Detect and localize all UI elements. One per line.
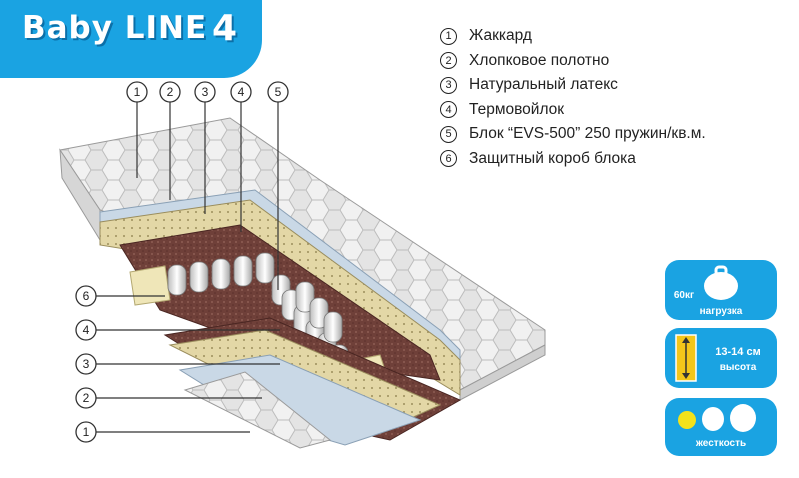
legend-label: Натуральный латекс xyxy=(469,76,618,94)
load-badge: 60кг нагрузка xyxy=(665,260,777,320)
model-number: 4 xyxy=(212,8,238,49)
legend-item: 5 Блок “EVS-500” 250 пружин/кв.м. xyxy=(440,122,706,147)
title-banner: Baby LINE 4 xyxy=(0,0,262,78)
load-label: нагрузка xyxy=(699,306,743,317)
legend-number: 2 xyxy=(440,52,457,70)
left-callouts xyxy=(96,295,280,433)
layer-legend: 1 Жаккард 2 Хлопковое полотно 3 Натуральный… xyxy=(440,24,706,171)
bottom-jacquard xyxy=(183,371,332,449)
callout-left-3: 3 xyxy=(83,357,90,371)
protective-box-left xyxy=(129,265,171,306)
legend-number: 3 xyxy=(440,76,457,94)
weight-icon xyxy=(704,265,738,300)
top-callouts xyxy=(136,100,279,290)
firmness-label: жесткость xyxy=(695,438,747,449)
height-badge: 13-14 см высота xyxy=(665,328,777,388)
firmness-dot xyxy=(730,404,756,432)
callout-top-4: 4 xyxy=(238,85,245,99)
callout-top-1: 1 xyxy=(134,85,141,99)
legend-item: 4 Термовойлок xyxy=(440,98,706,123)
callout-left-6: 6 xyxy=(83,289,90,303)
callout-left-4: 4 xyxy=(83,323,90,337)
legend-number: 6 xyxy=(440,150,457,168)
height-label: высота xyxy=(719,362,757,373)
legend-number: 5 xyxy=(440,125,457,143)
left-callout-circles xyxy=(75,285,97,443)
legend-number: 1 xyxy=(440,27,457,45)
callout-left-1: 1 xyxy=(83,425,90,439)
firmness-dot xyxy=(702,407,724,431)
legend-label: Блок “EVS-500” 250 пружин/кв.м. xyxy=(469,125,706,143)
firmness-badge: жесткость xyxy=(665,398,777,456)
mattress-side-right xyxy=(459,344,546,401)
legend-label: Термовойлок xyxy=(469,100,565,118)
callout-top-3: 3 xyxy=(202,85,209,99)
legend-item: 6 Защитный короб блока xyxy=(440,147,706,172)
top-callout-circles xyxy=(126,81,289,103)
callout-top-2: 2 xyxy=(167,85,174,99)
height-value: 13-14 см xyxy=(715,346,761,358)
brand-title: Baby LINE xyxy=(22,10,208,46)
legend-item: 2 Хлопковое полотно xyxy=(440,49,706,74)
load-weight: 60кг xyxy=(673,290,695,301)
legend-item: 1 Жаккард xyxy=(440,24,706,49)
firmness-dot-active xyxy=(678,411,696,429)
legend-label: Защитный короб блока xyxy=(469,149,636,167)
legend-number: 4 xyxy=(440,101,457,119)
callout-top-5: 5 xyxy=(275,85,282,99)
ruler-icon xyxy=(675,334,697,382)
legend-label: Жаккард xyxy=(469,27,532,45)
firmness-scale xyxy=(678,404,756,432)
legend-item: 3 Натуральный латекс xyxy=(440,73,706,98)
legend-label: Хлопковое полотно xyxy=(469,51,610,69)
callout-left-2: 2 xyxy=(83,391,90,405)
